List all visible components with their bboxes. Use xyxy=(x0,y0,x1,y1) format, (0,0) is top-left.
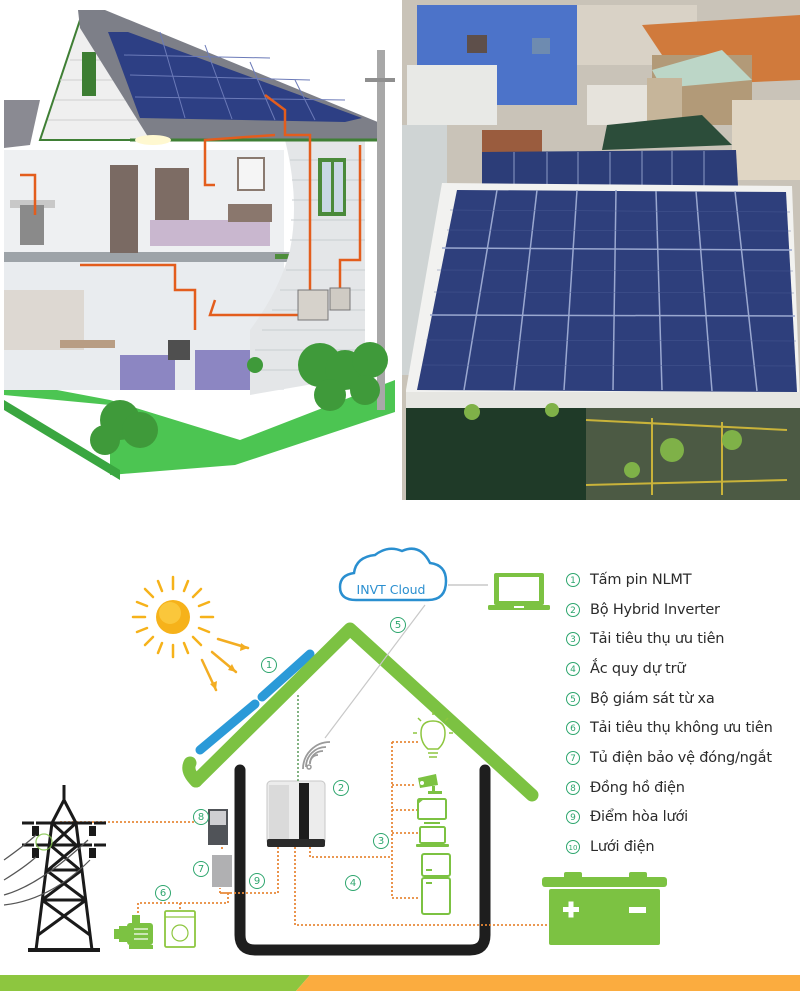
house-walls-outline xyxy=(234,764,491,956)
legend-label: Bộ giám sát từ xa xyxy=(590,690,715,707)
marker-non-priority-load: 6 xyxy=(155,885,171,901)
lightbulb-icon xyxy=(413,711,453,758)
legend-item: 2 Bộ Hybrid Inverter xyxy=(566,595,800,625)
legend-item: 10 Lưới điện xyxy=(566,832,800,862)
legend-label: Đồng hồ điện xyxy=(590,779,685,796)
legend-number: 4 xyxy=(566,661,580,676)
inverter-icon xyxy=(266,780,326,847)
shade-net xyxy=(406,408,586,500)
legend: 1 Tấm pin NLMT 2 Bộ Hybrid Inverter 3 Tả… xyxy=(566,565,800,862)
legend-number: 1 xyxy=(566,572,580,587)
legend-label: Tủ điện bảo vệ đóng/ngắt xyxy=(590,749,772,766)
legend-item: 7 Tủ điện bảo vệ đóng/ngắt xyxy=(566,743,800,773)
cloud-icon xyxy=(338,547,448,602)
diagram-graphics xyxy=(3,547,667,956)
legend-number: 2 xyxy=(566,602,580,617)
legend-item: 5 Bộ giám sát từ xa xyxy=(566,684,800,714)
legend-label: Điểm hòa lưới xyxy=(590,809,688,826)
legend-label: Tấm pin NLMT xyxy=(590,571,692,588)
rooftop-photo-render xyxy=(402,0,800,500)
legend-number: 3 xyxy=(566,632,580,647)
washing-machine-icon xyxy=(164,910,196,948)
house-cutaway-drawing xyxy=(4,10,395,480)
inverter-box xyxy=(297,289,329,321)
legend-item: 4 Ắc quy dự trữ xyxy=(566,654,800,684)
power-tower-icon xyxy=(22,785,106,952)
wifi-icon xyxy=(302,741,331,770)
meter-icon xyxy=(208,809,228,845)
rooftop-solar-photo xyxy=(402,0,800,500)
battery-icon xyxy=(542,872,667,945)
breaker-box-icon xyxy=(212,855,232,887)
legend-label: Tải tiêu thụ không ưu tiên xyxy=(590,720,773,737)
solar-array-main xyxy=(417,190,797,392)
electrical-wiring xyxy=(20,94,362,330)
sun-icon xyxy=(131,575,250,692)
door xyxy=(110,165,138,253)
legend-label: Lưới điện xyxy=(590,839,655,856)
bottom-color-bar xyxy=(0,975,800,991)
meter-box xyxy=(329,287,351,311)
legend-item: 3 Tải tiêu thụ ưu tiên xyxy=(566,624,800,654)
bushes xyxy=(90,342,388,455)
laptop-small-icon xyxy=(416,826,449,847)
rooftop-solar-array xyxy=(108,32,362,122)
marker-battery: 4 xyxy=(345,875,361,891)
legend-item: 6 Tải tiêu thụ không ưu tiên xyxy=(566,713,800,743)
legend-number: 7 xyxy=(566,750,580,765)
sofa xyxy=(120,355,175,390)
house-roof-outline xyxy=(189,622,539,802)
cloud-label: INVT Cloud xyxy=(356,582,426,597)
power-lines xyxy=(3,834,91,906)
marker-meter: 8 xyxy=(193,809,209,825)
marker-grid-tie-point: 9 xyxy=(249,873,265,889)
water-pump-icon xyxy=(114,915,153,949)
marker-breaker-box: 7 xyxy=(193,861,209,877)
legend-label: Bộ Hybrid Inverter xyxy=(590,601,720,618)
marker-remote-monitor: 5 xyxy=(390,617,406,633)
bed xyxy=(150,220,270,246)
legend-item: 1 Tấm pin NLMT xyxy=(566,565,800,595)
cctv-camera-icon xyxy=(418,774,442,794)
solar-panel-icon xyxy=(195,649,315,755)
legend-number: 9 xyxy=(566,810,580,825)
legend-item: 9 Điểm hòa lưới xyxy=(566,803,800,833)
lawn xyxy=(4,380,395,475)
legend-number: 8 xyxy=(566,780,580,795)
marker-inverter: 2 xyxy=(333,780,349,796)
laptop-icon xyxy=(488,573,550,610)
refrigerator-icon xyxy=(421,853,451,915)
solar-house-illustration xyxy=(0,0,400,500)
utility-pole xyxy=(377,50,385,410)
legend-number: 6 xyxy=(566,721,580,736)
legend-number: 10 xyxy=(566,840,580,855)
legend-label: Tải tiêu thụ ưu tiên xyxy=(590,631,725,648)
water-tank xyxy=(647,78,682,123)
tv-icon xyxy=(417,798,447,824)
legend-number: 5 xyxy=(566,691,580,706)
legend-item: 8 Đồng hồ điện xyxy=(566,773,800,803)
legend-label: Ắc quy dự trữ xyxy=(590,660,686,677)
marker-solar-panel: 1 xyxy=(261,657,277,673)
marker-priority-load: 3 xyxy=(373,833,389,849)
hybrid-solar-system-diagram: INVT Cloud 1 2 3 4 5 6 7 8 9 1 Tấm pin N… xyxy=(0,505,800,1000)
